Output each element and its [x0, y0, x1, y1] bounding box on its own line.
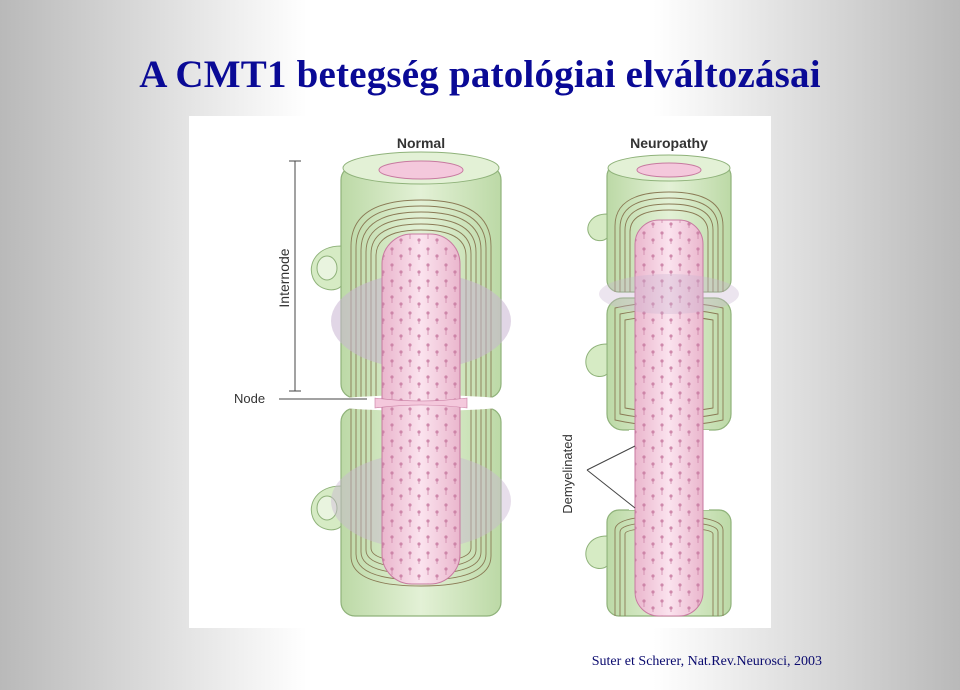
- slide-title: A CMT1 betegség patológiai elváltozásai: [0, 52, 960, 97]
- demyelinated-label: Demyelinated: [560, 434, 575, 514]
- neuropathy-label: Neuropathy: [630, 135, 708, 151]
- citation: Suter et Scherer, Nat.Rev.Neurosci, 2003: [592, 654, 822, 670]
- nerve-diagram-panel: Normal Neuropathy Internode Node Demyeli…: [189, 116, 771, 628]
- nerve-diagram: Normal Neuropathy Internode Node Demyeli…: [189, 116, 771, 628]
- normal-label: Normal: [397, 135, 445, 151]
- internode-label: Internode: [276, 248, 292, 307]
- node-label: Node: [234, 391, 265, 406]
- normal-fiber: [311, 152, 511, 616]
- neuropathy-fiber: [586, 155, 739, 616]
